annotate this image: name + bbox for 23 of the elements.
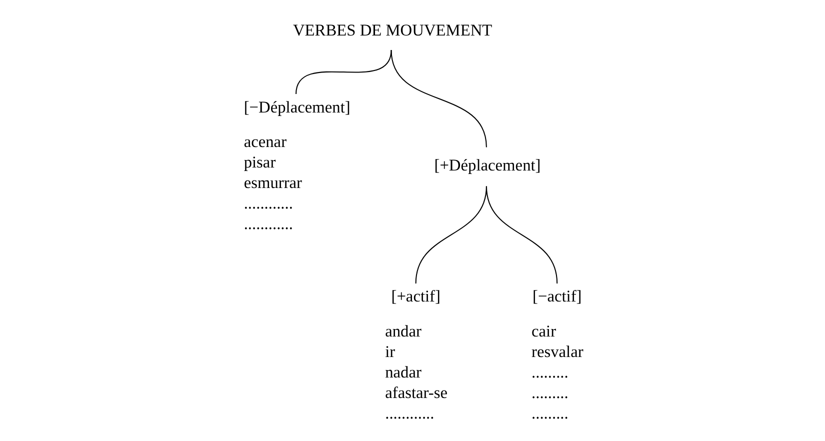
node-text: [−actif] [532, 286, 582, 306]
node-label: cair [531, 320, 556, 340]
node-label: nadar [384, 362, 421, 381]
node-text: [+actif] [390, 286, 440, 306]
node-label: resvalar [531, 341, 583, 360]
node-label: ......... [531, 382, 568, 402]
node-label: ......... [531, 402, 568, 422]
node-label: ............ [243, 193, 292, 212]
connector [485, 186, 558, 283]
node-label: afastar-se [384, 382, 448, 402]
node-label: ......... [531, 362, 568, 381]
node-label: esmurrar [243, 172, 302, 192]
node-label: andar [384, 320, 421, 340]
node-label: ir [384, 341, 395, 360]
node-text: [+Déplacement] [434, 155, 540, 174]
connector [295, 49, 392, 94]
node-label: acenar [243, 132, 286, 151]
node-text: [−Déplacement] [243, 96, 350, 116]
connector [390, 49, 486, 147]
node-label: pisar [243, 152, 276, 172]
node-text: VERBES DE MOUVEMENT [292, 20, 492, 39]
node-label: ............ [384, 402, 434, 422]
node-label: ............ [243, 213, 292, 232]
